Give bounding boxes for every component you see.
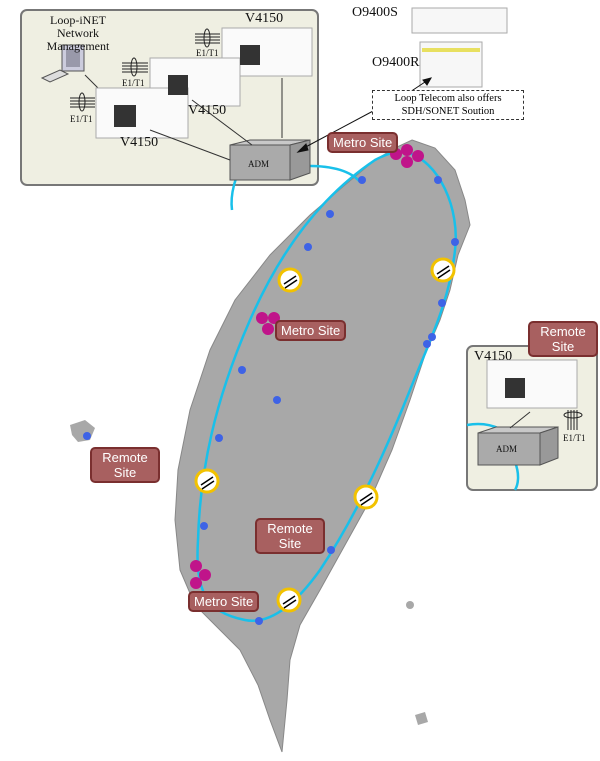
adm-label-remote: ADM [496, 444, 518, 454]
node [238, 366, 246, 374]
nms-subtitle: Network Management [46, 26, 110, 53]
device-ports [114, 45, 525, 398]
node [451, 238, 459, 246]
o9400s-device-icon [411, 7, 508, 34]
e1t1-label: E1/T1 [122, 78, 145, 88]
node [434, 176, 442, 184]
metro-site-north: Metro Site [327, 132, 399, 153]
o9400r-label: O9400R [372, 55, 420, 70]
node [438, 299, 446, 307]
node [358, 176, 366, 184]
adm-label-main: ADM [248, 159, 270, 169]
adm-box-main [229, 139, 311, 181]
o9400s-label: O9400S [352, 5, 398, 20]
penghu-islands [70, 420, 95, 442]
callout-line1: Loop Telecom also offers [394, 93, 502, 104]
v4150-label-middle: V4150 [188, 103, 227, 118]
e1t1-label: E1/T1 [70, 114, 93, 124]
computer-icon [40, 44, 106, 96]
node [423, 340, 431, 348]
remote-site-center: Remote Site [255, 518, 325, 554]
green-island [406, 601, 414, 609]
v4150-label-remote: V4150 [474, 349, 513, 364]
repeater-arrows [200, 265, 451, 609]
node [428, 333, 436, 341]
v4150-label-bottom: V4150 [120, 135, 159, 150]
node [304, 243, 312, 251]
sdh-callout: Loop Telecom also offers SDH/SONET Souti… [372, 90, 524, 120]
callout-line2: SDH/SONET Soution [401, 106, 495, 117]
ring-nodes [83, 176, 459, 625]
nms-title: Loop-iNET [50, 13, 106, 27]
metro-site-west: Metro Site [275, 320, 347, 341]
node [327, 546, 335, 554]
orchid-island [415, 712, 428, 725]
node [326, 210, 334, 218]
taiwan-island [174, 139, 471, 753]
node [83, 432, 91, 440]
o9400r-band [422, 48, 480, 52]
node [215, 434, 223, 442]
e1t1-label: E1/T1 [196, 48, 219, 58]
node [200, 522, 208, 530]
sdh-ring [196, 150, 457, 622]
v4150-device-icons [95, 27, 578, 409]
node [255, 617, 263, 625]
remote-site-east: Remote Site [528, 321, 598, 357]
metro-nodes [190, 144, 424, 589]
device-links [149, 78, 531, 429]
node [273, 396, 281, 404]
v4150-label-top: V4150 [245, 11, 284, 26]
metro-site-south: Metro Site [188, 591, 260, 612]
adm-box-remote [477, 426, 559, 466]
e1t1-bundle-icons [70, 28, 583, 430]
nms-label: Loop-iNET Network Management [28, 14, 128, 53]
e1t1-label: E1/T1 [563, 433, 586, 443]
remote-site-island: Remote Site [90, 447, 160, 483]
